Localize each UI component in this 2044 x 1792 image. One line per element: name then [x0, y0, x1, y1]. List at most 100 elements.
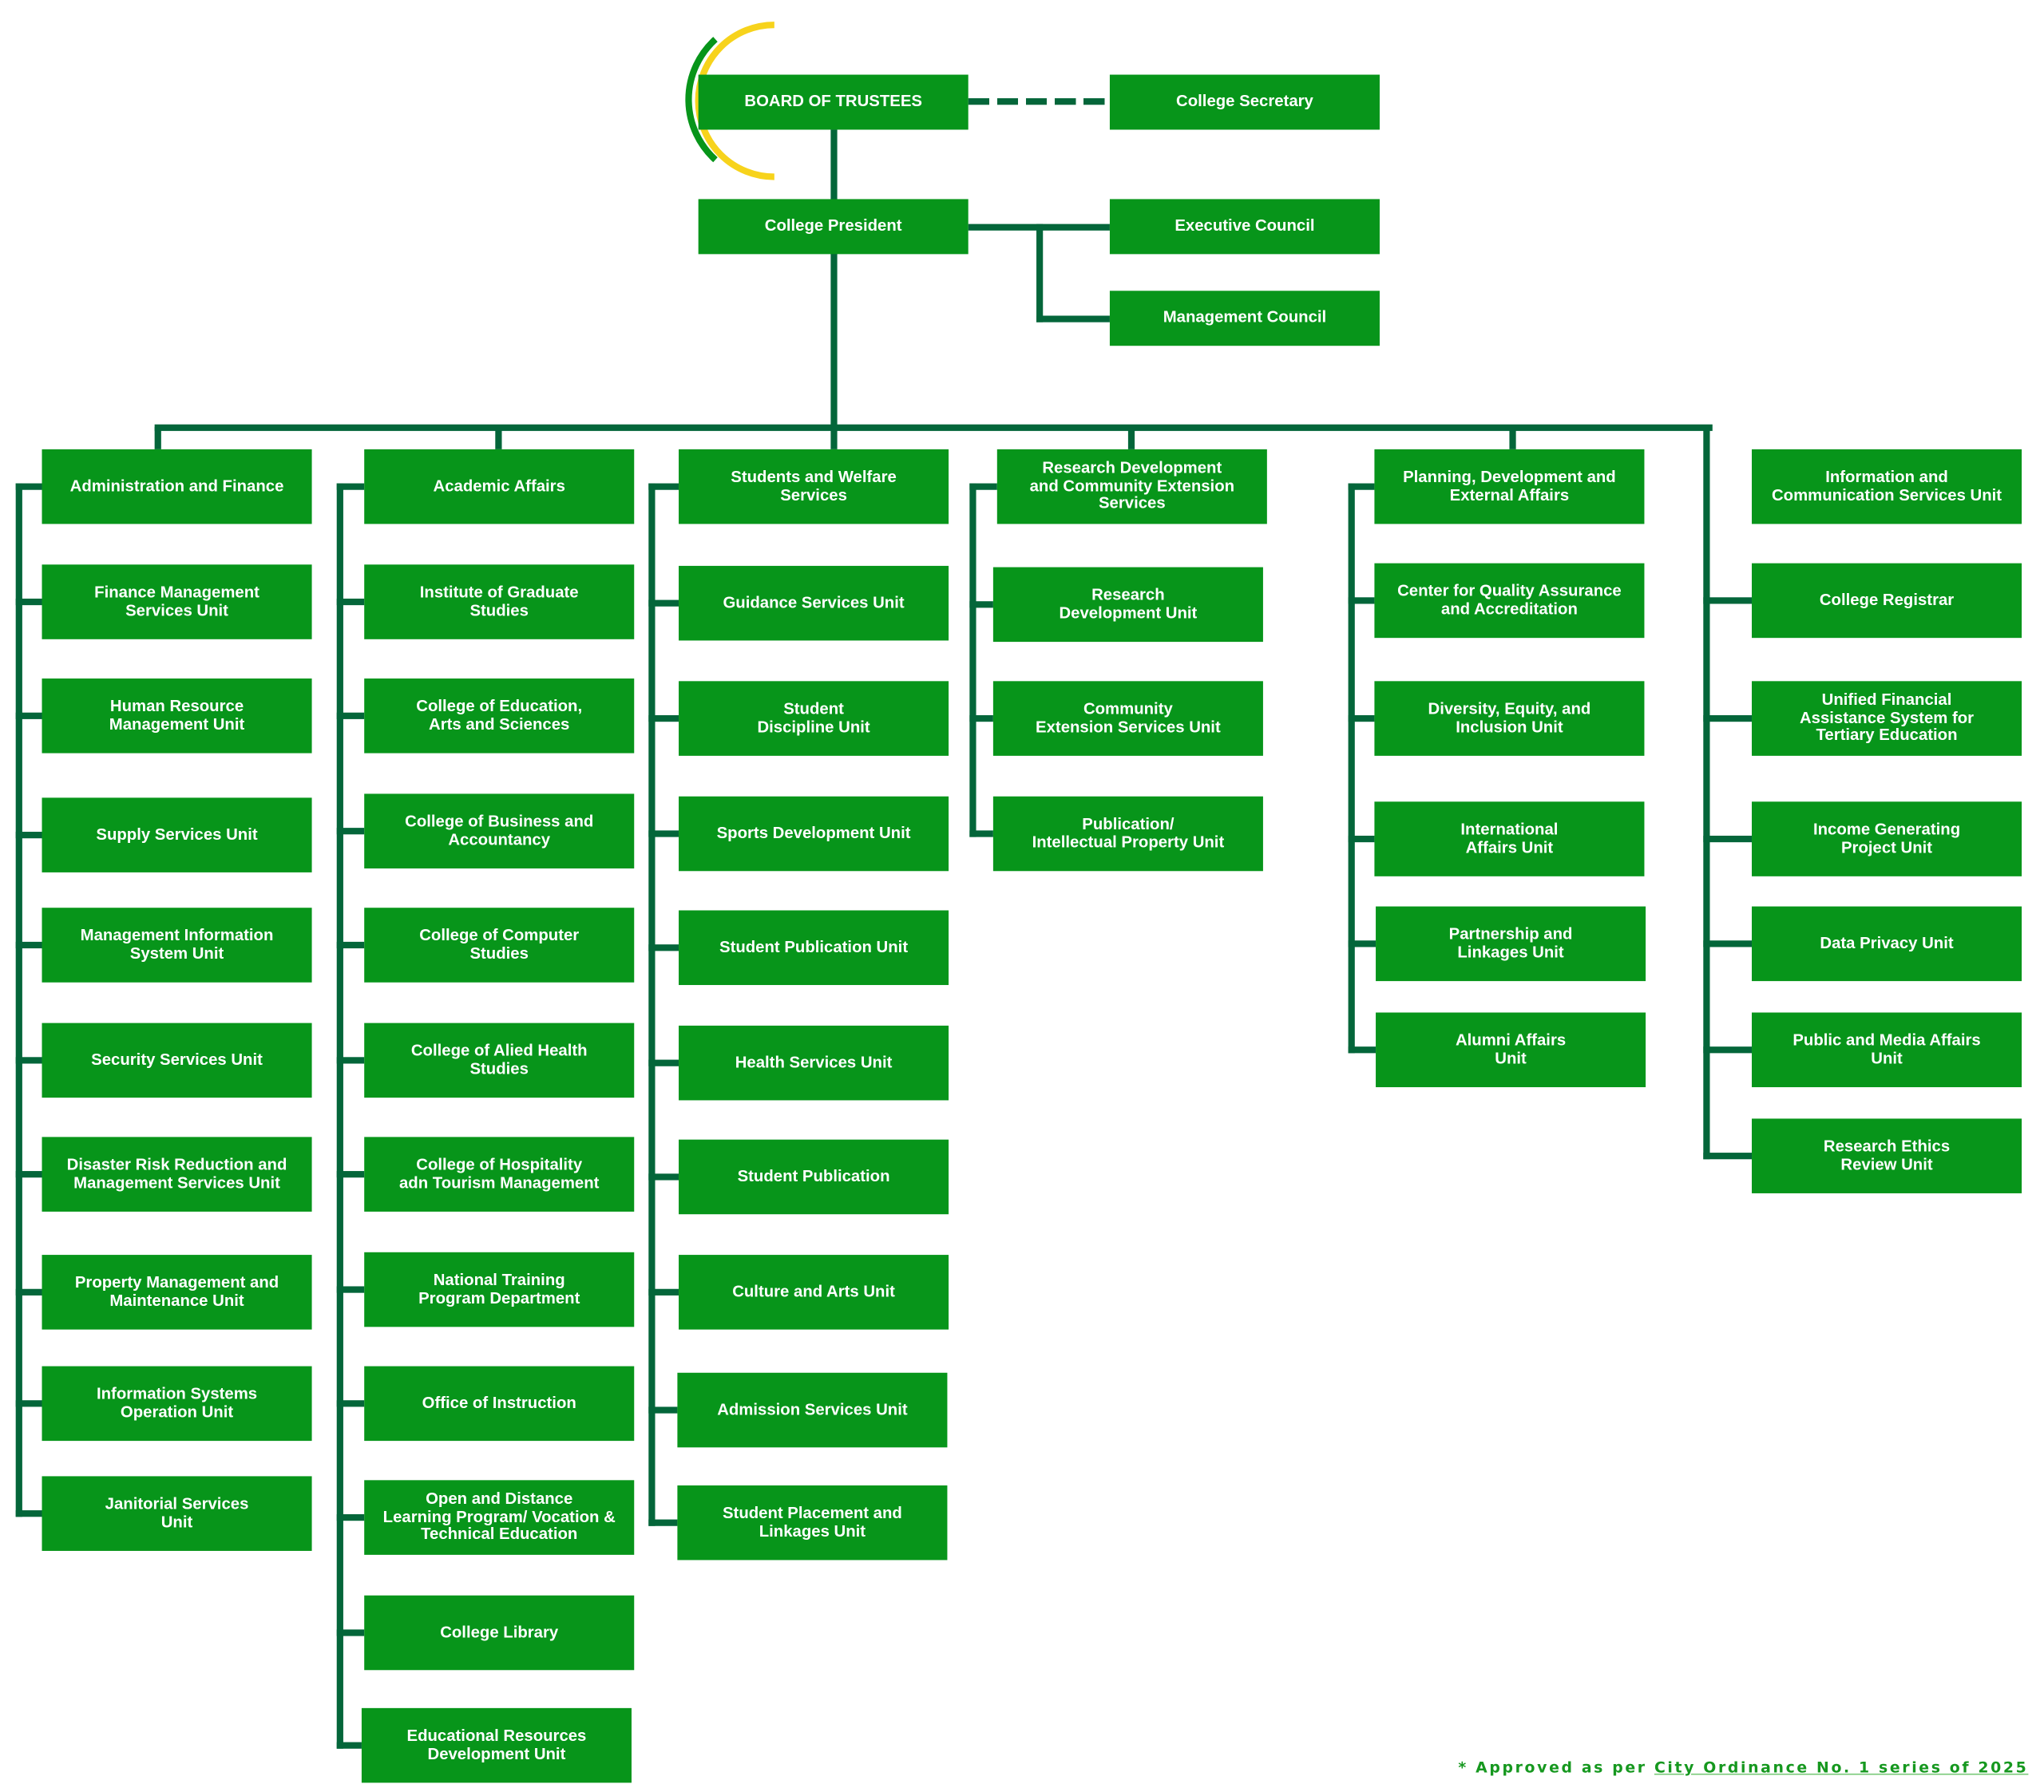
connector	[1036, 224, 1044, 322]
connector	[648, 944, 679, 951]
connector	[15, 1400, 42, 1407]
unit-box[interactable]: Student Discipline Unit	[679, 681, 949, 756]
footnote-text: * Approved as per	[1458, 1758, 1654, 1777]
unit-box[interactable]: College Registrar	[1752, 563, 2022, 639]
connector	[648, 714, 679, 722]
dashed-connector	[968, 98, 1110, 105]
connector	[336, 1513, 365, 1521]
unit-box[interactable]: Sports Development Unit	[679, 796, 949, 872]
column-header-5[interactable]: Information and Communication Services U…	[1752, 449, 2022, 524]
unit-box[interactable]: Institute of Graduate Studies	[364, 564, 635, 639]
connector	[154, 426, 161, 449]
unit-box[interactable]: Student Publication	[679, 1139, 949, 1215]
column-header-3[interactable]: Research Development and Community Exten…	[996, 449, 1267, 524]
unit-box[interactable]: College Library	[364, 1595, 635, 1671]
unit-box[interactable]: Supply Services Unit	[42, 797, 312, 872]
executive-council-box[interactable]: Executive Council	[1109, 199, 1380, 255]
connector	[15, 832, 42, 839]
column-header-4[interactable]: Planning, Development and External Affai…	[1374, 449, 1645, 524]
connector	[1348, 940, 1377, 947]
connector	[15, 598, 42, 606]
unit-box[interactable]: Income Generating Project Unit	[1752, 801, 2022, 876]
connector	[336, 1400, 365, 1407]
board-of-trustees-box[interactable]: BOARD OF TRUSTEES	[698, 74, 969, 130]
unit-box[interactable]: Student Placement and Linkages Unit	[677, 1485, 948, 1561]
connector	[648, 483, 679, 490]
connector	[1348, 1046, 1377, 1054]
connector	[495, 426, 502, 449]
unit-box[interactable]: Center for Quality Assurance and Accredi…	[1374, 563, 1645, 639]
unit-box[interactable]: National Training Program Department	[364, 1252, 635, 1327]
college-secretary-box[interactable]: College Secretary	[1109, 74, 1380, 130]
management-council-box[interactable]: Management Council	[1109, 291, 1380, 346]
connector	[336, 828, 365, 835]
unit-box[interactable]: Culture and Arts Unit	[679, 1255, 949, 1330]
ordinance-link[interactable]: City Ordinance No. 1 series of 2025	[1654, 1758, 2029, 1777]
unit-box[interactable]: College of Business and Accountancy	[364, 793, 635, 868]
connector	[830, 426, 838, 449]
unit-box[interactable]: Unified Financial Assistance System for …	[1752, 681, 2022, 756]
connector	[1703, 597, 1753, 604]
unit-box[interactable]: Data Privacy Unit	[1752, 906, 2022, 982]
unit-box[interactable]: College of Computer Studies	[364, 908, 635, 983]
unit-box[interactable]: Partnership and Linkages Unit	[1376, 906, 1646, 982]
college-president-box[interactable]: College President	[698, 199, 969, 255]
connector	[15, 483, 22, 1517]
connector	[336, 1629, 365, 1636]
unit-box[interactable]: Admission Services Unit	[677, 1372, 948, 1448]
unit-box[interactable]: Alumni Affairs Unit	[1376, 1012, 1646, 1088]
connector	[648, 1519, 678, 1526]
connector	[1348, 597, 1375, 604]
unit-box[interactable]: Disaster Risk Reduction and Management S…	[42, 1137, 312, 1212]
unit-box[interactable]: Health Services Unit	[679, 1025, 949, 1101]
unit-box[interactable]: Human Resource Management Unit	[42, 678, 312, 754]
connector	[1348, 483, 1375, 490]
connector	[1348, 714, 1375, 722]
unit-box[interactable]: College of Hospitality adn Tourism Manag…	[364, 1137, 635, 1212]
column-header-2[interactable]: Students and Welfare Services	[679, 449, 949, 524]
unit-box[interactable]: Publication/ Intellectual Property Unit	[992, 796, 1263, 872]
connector	[1703, 426, 1710, 1160]
connector	[1127, 426, 1135, 449]
connector	[648, 1406, 678, 1414]
connector	[648, 599, 679, 607]
connector	[336, 1286, 365, 1293]
connector	[969, 830, 993, 837]
unit-box[interactable]: Research Development Unit	[992, 567, 1263, 643]
unit-box[interactable]: Educational Resources Development Unit	[361, 1707, 632, 1783]
connector	[336, 483, 365, 490]
unit-box[interactable]: Security Services Unit	[42, 1023, 312, 1098]
unit-box[interactable]: College of Alied Health Studies	[364, 1023, 635, 1098]
unit-box[interactable]: College of Education, Arts and Sciences	[364, 678, 635, 754]
unit-box[interactable]: Office of Instruction	[364, 1366, 635, 1442]
column-header-0[interactable]: Administration and Finance	[42, 449, 312, 524]
connector	[1509, 426, 1516, 449]
unit-box[interactable]: Open and Distance Learning Program/ Voca…	[364, 1480, 635, 1555]
unit-box[interactable]: Janitorial Services Unit	[42, 1476, 312, 1551]
connector	[969, 601, 993, 608]
unit-box[interactable]: Research Ethics Review Unit	[1752, 1118, 2022, 1193]
unit-box[interactable]: Community Extension Services Unit	[992, 681, 1263, 756]
unit-box[interactable]: Student Publication Unit	[679, 910, 949, 986]
connector	[648, 1288, 679, 1296]
connector	[154, 424, 1713, 431]
connector	[1703, 714, 1753, 722]
unit-box[interactable]: Property Management and Maintenance Unit	[42, 1255, 312, 1330]
unit-box[interactable]: Management Information System Unit	[42, 908, 312, 983]
unit-box[interactable]: Information Systems Operation Unit	[42, 1366, 312, 1442]
connector	[336, 598, 365, 606]
connector	[1703, 1153, 1753, 1160]
connector	[969, 714, 993, 722]
connector	[1703, 835, 1753, 843]
connector	[648, 483, 656, 1526]
column-header-1[interactable]: Academic Affairs	[364, 449, 635, 524]
unit-box[interactable]: Diversity, Equity, and Inclusion Unit	[1374, 681, 1645, 756]
connector	[969, 483, 997, 490]
unit-box[interactable]: Public and Media Affairs Unit	[1752, 1012, 2022, 1088]
unit-box[interactable]: Finance Management Services Unit	[42, 564, 312, 639]
connector	[15, 941, 42, 949]
connector	[15, 1171, 42, 1178]
unit-box[interactable]: International Affairs Unit	[1374, 801, 1645, 876]
unit-box[interactable]: Guidance Services Unit	[679, 565, 949, 641]
